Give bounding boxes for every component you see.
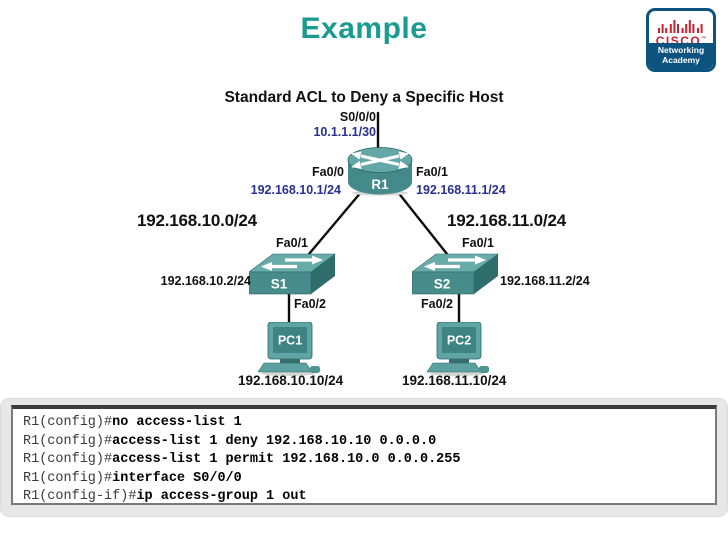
console-panel: R1(config)#no access-list 1 R1(config)#a… [0,398,728,517]
pc2-ip-label: 192.168.11.10/24 [402,373,507,388]
s2-ip-label: 192.168.11.2/24 [500,274,590,288]
cisco-bridge-icon [658,20,703,33]
link-r1-s1 [307,189,364,256]
router-fa01-ip-label: 192.168.11.1/24 [416,183,506,197]
switch-s2-icon: S2 [412,253,499,295]
switch-s2-name-label: S2 [434,277,451,292]
cli-command: access-list 1 permit 192.168.10.0 0.0.0.… [112,452,461,468]
academy-text: Academy [662,54,700,65]
s2-host-interface-label: Fa0/2 [421,297,453,311]
cisco-networking-academy-logo: CISCO™ Networking Academy [646,8,716,72]
router-fa01-interface-label: Fa0/1 [416,165,448,179]
router-icon: R1 [347,147,413,196]
cli-prompt: R1(config)# [23,470,113,486]
cli-prompt: R1(config)# [23,452,113,468]
cli-line-5: R1(config-if)#ip access-group 1 out [23,488,715,507]
network-left-label: 192.168.10.0/24 [137,211,257,230]
cli-command: no access-list 1 [112,415,242,430]
router-fa00-interface-label: Fa0/0 [312,165,344,179]
cli-prompt: R1(config-if)# [23,489,137,505]
cli-line-3: R1(config)#access-list 1 permit 192.168.… [23,451,715,470]
network-right-label: 192.168.11.0/24 [447,211,566,230]
s1-uplink-interface-label: Fa0/1 [276,236,308,250]
pc1-ip-label: 192.168.10.10/24 [238,373,344,388]
diagram-title: Standard ACL to Deny a Specific Host [224,89,504,106]
switch-s1-name-label: S1 [271,277,288,292]
cli-console: R1(config)#no access-list 1 R1(config)#a… [11,405,717,505]
switch-s1-icon: S1 [249,253,336,295]
cli-prompt: R1(config)# [23,433,113,449]
networking-academy-label: Networking Academy [649,43,713,69]
pc2-icon: PC2 [427,322,489,376]
router-serial-interface-label: S0/0/0 [339,110,376,124]
pc1-icon: PC1 [258,322,320,376]
cli-command: interface S0/0/0 [112,470,242,486]
router-fa00-ip-label: 192.168.10.1/24 [250,183,341,197]
pc2-name-label: PC2 [447,334,471,348]
cli-command: access-list 1 deny 192.168.10.10 0.0.0.0 [112,433,437,449]
cli-line-1: R1(config)#no access-list 1 [23,414,715,433]
link-r1-s2 [395,189,449,256]
router-serial-ip-label: 10.1.1.1/30 [313,125,376,139]
cli-command: ip access-group 1 out [136,489,307,505]
slide-title: Example [300,12,428,45]
s1-host-interface-label: Fa0/2 [294,297,326,311]
pc1-name-label: PC1 [278,334,302,348]
router-name-label: R1 [371,177,389,192]
cli-line-4: R1(config)#interface S0/0/0 [23,470,715,489]
networking-text: Networking [657,45,705,55]
s1-ip-label: 192.168.10.2/24 [160,274,251,288]
s2-uplink-interface-label: Fa0/1 [462,236,494,250]
trademark-symbol: ™ [701,36,707,42]
cli-line-2: R1(config)#access-list 1 deny 192.168.10… [23,433,715,452]
cli-prompt: R1(config)# [23,415,113,430]
